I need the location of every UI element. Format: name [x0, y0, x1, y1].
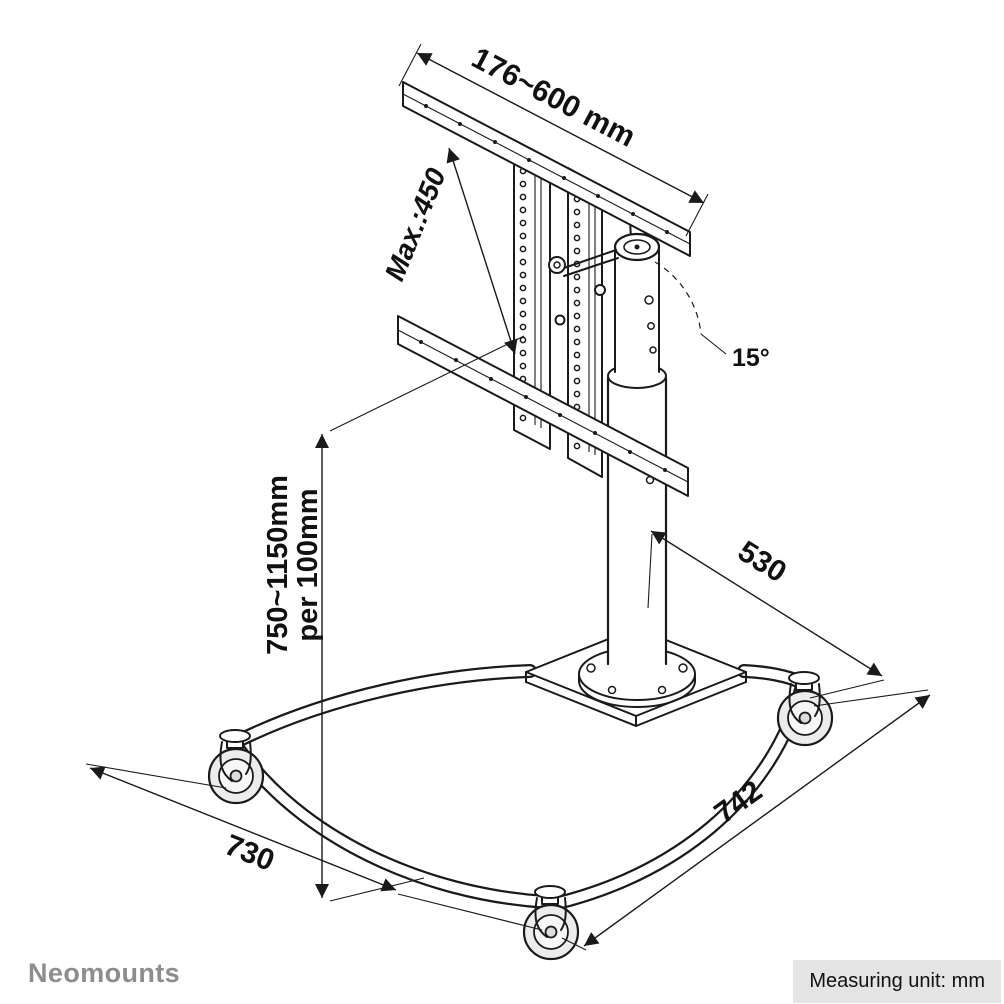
dimension-tilt-angle: 15°: [654, 261, 770, 372]
caster-front: [522, 885, 580, 961]
dimension-top-width: 176~600 mm: [398, 41, 709, 237]
dim-label-height-range: 750~1150mm: [262, 475, 294, 655]
dimension-base-width: 730: [85, 763, 543, 931]
dim-label-base-depth-upper: 530: [732, 535, 792, 590]
vesa-rail-right: [567, 167, 603, 478]
dim-label-base-width: 730: [220, 829, 279, 878]
dimension-base-depth-lower: 742: [561, 689, 931, 951]
dim-label-height-step: per 100mm: [292, 488, 324, 641]
measuring-unit-badge: Measuring unit: mm: [793, 960, 1001, 1003]
tilt-mechanism: [548, 249, 619, 326]
bracket-bar-bottom: [397, 315, 689, 497]
dim-label-max-adjustment: Max.:450: [379, 163, 452, 285]
tv-bracket: [397, 81, 691, 497]
caster-left: [207, 729, 265, 805]
brand-logo: Neomounts: [28, 958, 181, 988]
dimension-height-range: 750~1150mm per 100mm: [262, 335, 525, 902]
dim-label-tilt-angle: 15°: [732, 344, 770, 372]
